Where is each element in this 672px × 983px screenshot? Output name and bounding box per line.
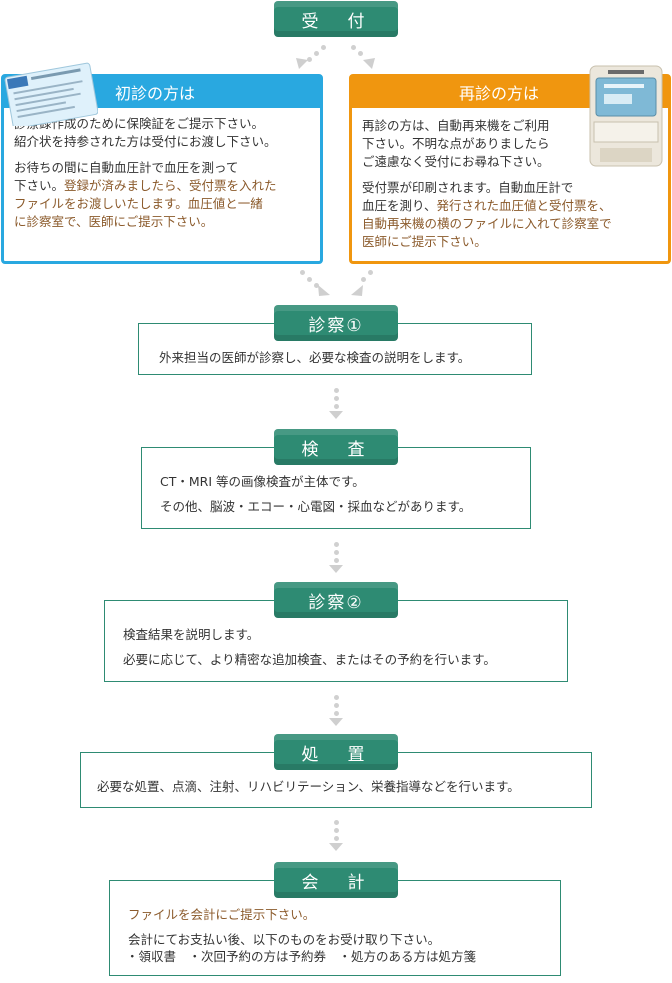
reception-machine-image (589, 65, 663, 167)
first-visit-title: 初診の方は (115, 84, 196, 103)
exam2-step: 診察② (274, 582, 398, 618)
return-visit-line3: ご遠慮なく受付にお尋ね下さい。 (362, 154, 550, 169)
return-visit-line7: 医師にご提示下さい。 (362, 234, 487, 249)
first-visit-line4b: 登録が済みましたら、受付票を入れた (64, 178, 277, 193)
billing-line3: ・領収書 ・次回予約の方は予約券 ・処方のある方は処方箋 (126, 949, 477, 964)
return-visit-line6: 自動再来機の横のファイルに入れて診察室で (362, 216, 612, 231)
treatment-step: 処 置 (274, 734, 398, 770)
insurance-card-image (4, 62, 98, 126)
return-visit-title: 再診の方は (459, 84, 540, 103)
first-visit-line5: ファイルをお渡しいたします。血圧値と一緒 (14, 196, 263, 211)
exam2-line1: 検査結果を説明します。 (123, 627, 260, 642)
first-visit-line6: に診察室で、医師にご提示下さい。 (14, 214, 214, 229)
return-visit-line2: 下さい。不明な点がありましたら (362, 136, 550, 151)
return-visit-line5a: 血圧を測り、 (362, 198, 437, 213)
first-visit-line2: 紹介状を持参された方は受付にお渡し下さい。 (14, 134, 277, 149)
billing-line2: 会計にてお支払い後、以下のものをお受け取り下さい。 (128, 932, 441, 947)
tests-step: 検 査 (274, 429, 398, 465)
exam1-text: 外来担当の医師が診察し、必要な検査の説明をします。 (159, 350, 471, 365)
treatment-text: 必要な処置、点滴、注射、リハビリテーション、栄養指導などを行います。 (97, 779, 520, 794)
billing-step: 会 計 (274, 862, 398, 898)
billing-line1: ファイルを会計にご提示下さい。 (128, 907, 316, 922)
first-visit-line1: 診療録作成のために保険証をご提示下さい。 (14, 116, 265, 131)
reception-step: 受 付 (274, 1, 398, 37)
tests-line2: その他、脳波・エコー・心電図・採血などがあります。 (160, 499, 472, 514)
return-visit-line4: 受付票が印刷されます。自動血圧計で (362, 180, 574, 195)
tests-line1: CT・MRI 等の画像検査が主体です。 (160, 474, 365, 489)
exam2-line2: 必要に応じて、より精密な追加検査、またはその予約を行います。 (123, 652, 496, 667)
return-visit-line1: 再診の方は、自動再来機をご利用 (362, 118, 550, 133)
first-visit-line4a: 下さい。 (14, 178, 65, 193)
first-visit-line3: お待ちの間に自動血圧計で血圧を測って (14, 160, 239, 175)
return-visit-line5b: 発行された血圧値と受付票を、 (436, 198, 612, 213)
exam1-step: 診察① (274, 305, 398, 341)
